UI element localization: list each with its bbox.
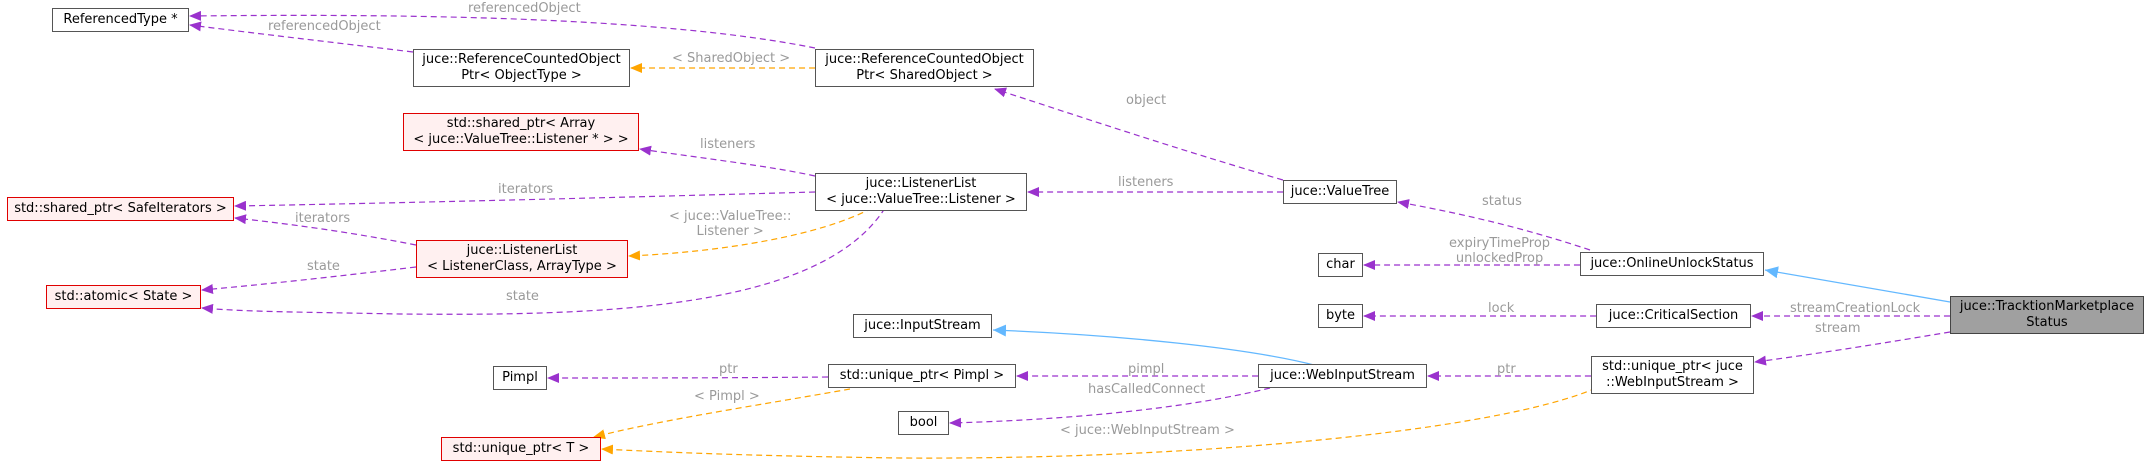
label-shared-object-template: < SharedObject >	[672, 51, 791, 66]
edge-listenerlistvt-listenerlistgeneric	[628, 207, 873, 261]
label-pimpl: pimpl	[1128, 362, 1165, 377]
edge-uniqueptrpimpl-uniqueptrt	[593, 388, 851, 440]
edge-rcoshared-referencedtype	[189, 10, 816, 49]
node-bool[interactable]: bool	[898, 411, 949, 435]
node-web-input-stream[interactable]: juce::WebInputStream	[1258, 364, 1427, 388]
node-unique-ptr-pimpl[interactable]: std::unique_ptr< Pimpl >	[828, 364, 1016, 388]
label-web-input-stream-template: < juce::WebInputStream >	[1060, 423, 1235, 438]
node-critical-section[interactable]: juce::CriticalSection	[1596, 304, 1751, 328]
edge-tracktion-onlineunlock	[1764, 266, 1951, 303]
edge-webinputstream-inputstream	[992, 324, 1319, 367]
node-unique-ptr-web-input-stream[interactable]: std::unique_ptr< juce ::WebInputStream >	[1591, 356, 1754, 394]
label-object: object	[1126, 93, 1167, 108]
edge-listenerlistvt-sharedptrarray	[639, 145, 816, 177]
label-state-bottom: state	[506, 289, 539, 304]
edge-tracktion-uniqueptrweb	[1754, 331, 1951, 366]
label-referenced-object-top: referencedObject	[468, 1, 581, 16]
label-has-called-connect: hasCalledConnect	[1088, 382, 1206, 397]
node-referenced-type[interactable]: ReferencedType *	[52, 8, 189, 32]
node-unique-ptr-t[interactable]: std::unique_ptr< T >	[441, 437, 601, 461]
edge-valuetree-rcoshared	[994, 87, 1284, 181]
label-state-left: state	[307, 259, 340, 274]
node-atomic-state[interactable]: std::atomic< State >	[46, 285, 201, 309]
label-ptr-pimpl: ptr	[719, 362, 738, 377]
node-input-stream[interactable]: juce::InputStream	[853, 314, 992, 338]
node-tracktion-marketplace-status[interactable]: juce::TracktionMarketplace Status	[1950, 296, 2144, 334]
label-pimpl-template: < Pimpl >	[694, 389, 760, 404]
node-listener-list-generic[interactable]: juce::ListenerList < ListenerClass, Arra…	[416, 240, 628, 278]
node-shared-ptr-array[interactable]: std::shared_ptr< Array < juce::ValueTree…	[403, 113, 639, 151]
label-iterators-left: iterators	[295, 211, 351, 226]
node-rco-shared-object[interactable]: juce::ReferenceCountedObject Ptr< Shared…	[815, 49, 1034, 87]
edge-listenerlistgeneric-atomic	[201, 266, 417, 295]
node-pimpl[interactable]: Pimpl	[493, 366, 547, 390]
label-listeners-array: listeners	[700, 137, 756, 152]
edge-onlineunlock-valuetree	[1397, 199, 1591, 251]
node-listener-list-vt[interactable]: juce::ListenerList < juce::ValueTree::Li…	[815, 173, 1027, 211]
label-status: status	[1482, 194, 1522, 209]
label-listeners-vt: listeners	[1118, 175, 1174, 190]
label-ptr-web: ptr	[1497, 362, 1516, 377]
label-stream-creation-lock: streamCreationLock	[1790, 301, 1921, 316]
edge-listenerlistgeneric-safeiterators	[234, 214, 417, 246]
label-vt-listener-template: < juce::ValueTree:: Listener >	[669, 209, 792, 239]
node-char[interactable]: char	[1318, 253, 1363, 277]
label-iterators-top: iterators	[498, 182, 554, 197]
edge-uniqueptrweb-uniqueptrt	[601, 387, 1597, 459]
edge-uniqueptrpimpl-pimpl	[547, 372, 829, 383]
label-referenced-object-left: referencedObject	[268, 19, 381, 34]
label-stream: stream	[1815, 321, 1861, 336]
label-expiry-unlocked: expiryTimeProp unlockedProp	[1449, 236, 1551, 266]
node-shared-ptr-safe-iterators[interactable]: std::shared_ptr< SafeIterators >	[7, 197, 234, 221]
edge-webinputstream-bool	[949, 387, 1271, 428]
edge-rcoobject-referencedtype	[189, 21, 414, 53]
edge-listenerlistvt-atomic	[201, 207, 886, 315]
node-online-unlock-status[interactable]: juce::OnlineUnlockStatus	[1580, 252, 1764, 276]
label-lock: lock	[1488, 301, 1515, 316]
node-rco-object-type[interactable]: juce::ReferenceCountedObject Ptr< Object…	[413, 49, 630, 87]
node-value-tree[interactable]: juce::ValueTree	[1283, 180, 1397, 204]
node-byte[interactable]: byte	[1318, 304, 1363, 328]
